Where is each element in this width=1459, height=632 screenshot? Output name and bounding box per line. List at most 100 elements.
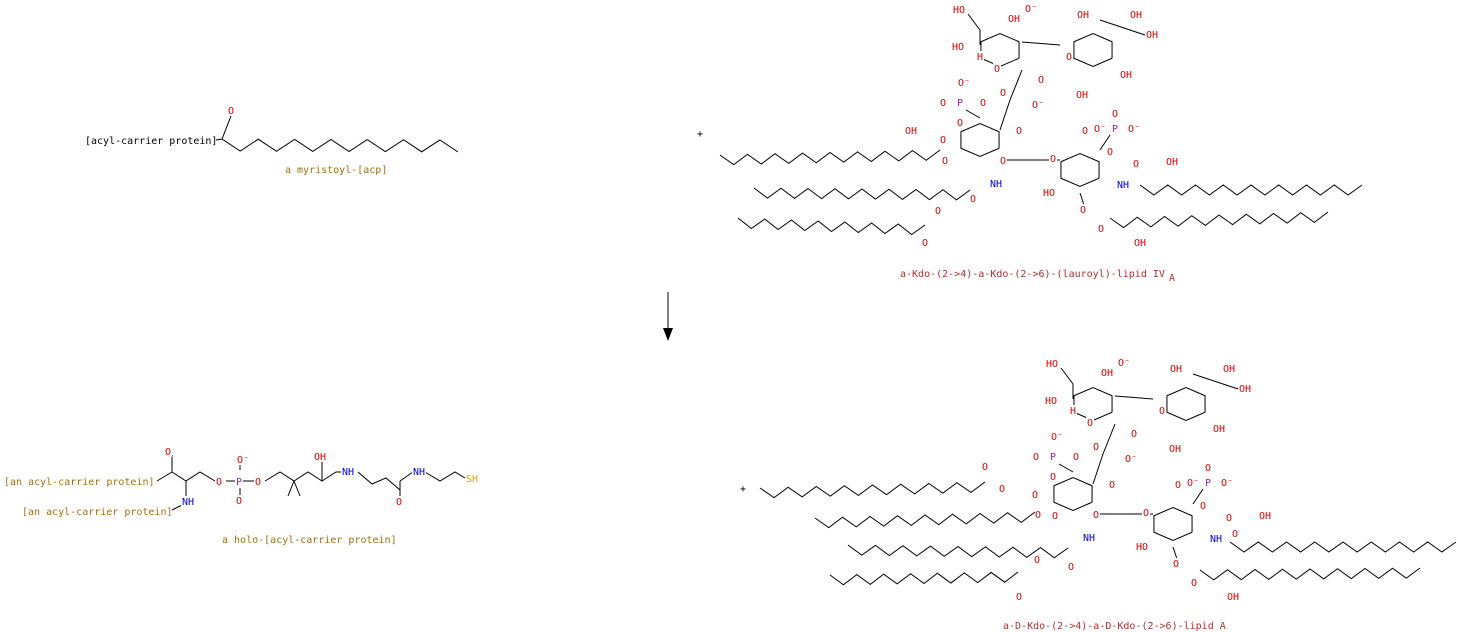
bond: [1099, 134, 1111, 151]
atom-label: O⁻: [1128, 124, 1140, 135]
atom-label: NH: [182, 497, 194, 508]
atom-label: H: [1070, 406, 1076, 417]
atom-label: O: [1191, 578, 1197, 589]
atom-label: P: [1050, 452, 1056, 463]
atom-label: HO: [1045, 396, 1057, 407]
carbonyl-bond: [215, 115, 232, 141]
acyl-chain: [1139, 184, 1363, 196]
atom-label: OH: [1170, 364, 1182, 375]
atom-label: P: [957, 98, 963, 109]
reactant-2-label: a-Kdo-(2->4)-a-Kdo-(2->6)-(lauroyl)-lipi…: [900, 269, 1165, 280]
bond: [1192, 488, 1204, 505]
atom-label: O⁻: [1221, 478, 1233, 489]
atom-label: O⁻: [958, 78, 970, 89]
atom-label: HO: [1136, 542, 1148, 553]
atom-label: O: [1033, 452, 1039, 463]
atom-label: O: [1131, 429, 1137, 440]
atom-label: O: [1133, 159, 1139, 170]
acyl-chain: [814, 511, 1036, 529]
myristoyl-chain: [221, 138, 459, 153]
plus-sign: +: [697, 129, 703, 140]
atom-label: O: [165, 447, 171, 458]
glycosidic-bond: [1021, 41, 1061, 46]
atom-label: OH: [1169, 444, 1181, 455]
atom-label: O: [1087, 418, 1093, 429]
atom-label: O: [1052, 511, 1058, 522]
atom-label: OH: [1223, 364, 1235, 375]
atom-label: O: [1034, 555, 1040, 566]
atom-label: OH: [314, 452, 326, 463]
plus-sign: +: [740, 484, 746, 495]
bond: [293, 480, 301, 497]
acp-fragment-label: [acyl-carrier protein]: [85, 136, 217, 147]
kdo-ring: [980, 32, 1020, 68]
atom-label: OH: [1077, 10, 1089, 21]
atom-label: O: [1068, 562, 1074, 573]
atom-label: O: [1038, 75, 1044, 86]
atom-label: O: [1159, 406, 1165, 417]
atom-label: O: [1109, 480, 1115, 491]
atom-label: SH: [466, 474, 478, 485]
kdo-ring: [1073, 386, 1113, 422]
atom-label: O: [942, 156, 948, 167]
atom-label: P: [1112, 124, 1118, 135]
atom-label: O⁻: [1118, 358, 1130, 369]
atom-label: O: [1073, 452, 1079, 463]
bond: [1192, 373, 1239, 390]
glycosidic-bond: [1114, 395, 1154, 400]
atom-label: O: [1066, 52, 1072, 63]
atom-label: O⁻: [1187, 478, 1199, 489]
chain: [424, 471, 466, 482]
atom-label: O: [1032, 490, 1038, 501]
atom-label: O⁻: [1032, 100, 1044, 111]
atom-label: O⁻: [1125, 454, 1137, 465]
bond: [1060, 367, 1074, 399]
glucosamine-ring: [1153, 506, 1193, 542]
atom-label: NH: [1210, 534, 1222, 545]
glycosidic-bond: [999, 69, 1023, 131]
atom-label: O: [236, 496, 242, 507]
atom-label: OH: [1227, 592, 1239, 603]
bond: [171, 471, 216, 482]
atom-label: OH: [1120, 70, 1132, 81]
atom-label: O⁻: [1051, 432, 1063, 443]
atom-label: OH: [1076, 90, 1088, 101]
reactant-2-subscript: A: [1169, 273, 1175, 284]
atom-label: O: [940, 98, 946, 109]
acyl-chain: [829, 571, 1019, 586]
atom-label: O: [957, 118, 963, 129]
atom-label: O: [1000, 88, 1006, 99]
acyl-chain: [847, 544, 1069, 559]
atom-label: O⁻: [1025, 4, 1037, 15]
atom-label: O: [1082, 126, 1088, 137]
bond: [156, 455, 173, 482]
atom-label: OH: [1146, 30, 1158, 41]
atom-label: O: [1232, 529, 1238, 540]
atom-label: O⁻: [1094, 124, 1106, 135]
atom-label: O: [1093, 510, 1099, 521]
atom-label: O: [1016, 126, 1022, 137]
bond: [965, 109, 981, 119]
atom-label: OH: [1130, 10, 1142, 21]
atom-label: O: [1080, 205, 1086, 216]
atom-label: O: [970, 194, 976, 205]
acyl-chain: [737, 217, 926, 236]
reactant-1-label: a myristoyl-[acp]: [285, 165, 387, 176]
atom-label: O: [1050, 154, 1056, 165]
atom-label: O: [1050, 472, 1056, 483]
atom-label: O: [1175, 480, 1181, 491]
bond: [1099, 19, 1146, 36]
acp-fragment-label: [an acyl-carrier protein]: [4, 477, 155, 488]
atom-label: O: [1112, 109, 1118, 120]
atom-label: HO: [952, 42, 964, 53]
atom-label: O: [1098, 224, 1104, 235]
atom-label: OH: [1166, 157, 1178, 168]
acp-fragment-label: [an acyl-carrier protein]: [22, 507, 173, 518]
atom-label: O: [1173, 559, 1179, 570]
atom-label: HO: [953, 5, 965, 16]
atom-label: HO: [1046, 359, 1058, 370]
atom-label: O: [255, 477, 261, 488]
atom-label: OH: [1101, 368, 1113, 379]
